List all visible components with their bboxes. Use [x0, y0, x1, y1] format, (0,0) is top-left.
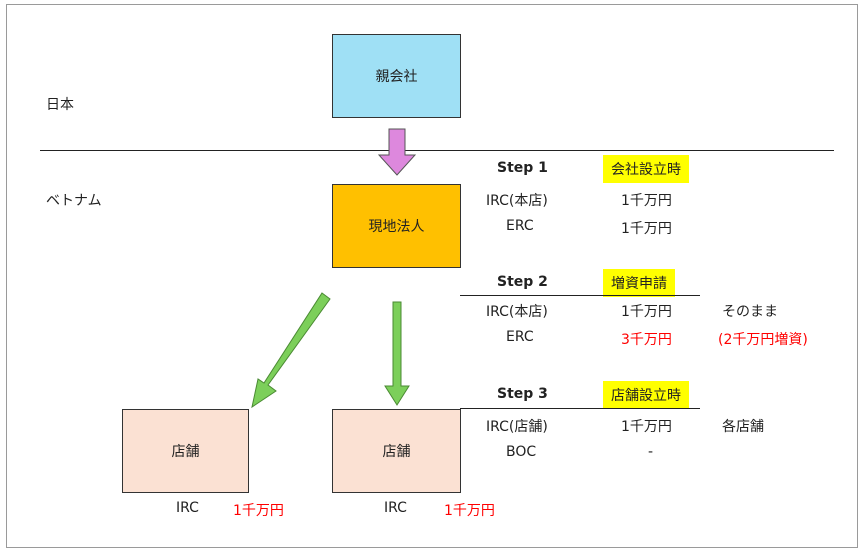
subsidiary-box: 現地法人 — [332, 184, 461, 268]
step1-row1-amount: 1千万円 — [621, 193, 672, 209]
arrow-parent-to-subsidiary — [377, 128, 417, 176]
step1-row2-label: ERC — [506, 218, 534, 234]
parent-company-box: 親会社 — [332, 34, 461, 118]
step1-row1-label: IRC(本店) — [486, 193, 548, 209]
step2-row2-label: ERC — [506, 329, 534, 345]
step2-badge: 増資申請 — [603, 269, 675, 297]
step1-row2-amount: 1千万円 — [621, 221, 672, 237]
step2-title: Step 2 — [497, 274, 548, 290]
step2-row2-amount: 3千万円 — [621, 332, 672, 348]
store-right-caption-label: IRC — [384, 500, 407, 516]
arrow-subsidiary-to-store-right — [384, 301, 410, 406]
region-label-vietnam: ベトナム — [46, 193, 102, 209]
step2-underline — [460, 295, 700, 296]
store-box-right: 店舗 — [332, 409, 461, 493]
step3-title: Step 3 — [497, 386, 548, 402]
step2-row2-note: (2千万円増資) — [718, 332, 808, 348]
store-left-caption-amount: 1千万円 — [233, 503, 284, 519]
store-label-right: 店舗 — [382, 444, 411, 460]
step3-row1-label: IRC(店舗) — [486, 419, 548, 435]
step3-badge: 店舗設立時 — [603, 381, 689, 409]
step3-underline — [460, 408, 700, 409]
step2-row1-note: そのまま — [722, 304, 778, 320]
region-label-japan: 日本 — [46, 97, 74, 113]
step3-row1-note: 各店舗 — [722, 419, 764, 435]
step2-row1-label: IRC(本店) — [486, 304, 548, 320]
diagram-frame — [6, 4, 858, 548]
country-divider — [40, 150, 834, 151]
store-right-caption-amount: 1千万円 — [444, 503, 495, 519]
step2-row1-amount: 1千万円 — [621, 304, 672, 320]
subsidiary-label: 現地法人 — [368, 219, 425, 235]
step3-row2-amount: - — [648, 444, 654, 460]
step3-row2-label: BOC — [506, 444, 537, 460]
step1-title: Step 1 — [497, 160, 548, 176]
store-box-left: 店舗 — [122, 409, 249, 493]
step3-row1-amount: 1千万円 — [621, 419, 672, 435]
store-label-left: 店舗 — [171, 444, 200, 460]
arrow-subsidiary-to-store-left — [251, 292, 331, 409]
store-left-caption-label: IRC — [176, 500, 199, 516]
parent-company-label: 親会社 — [375, 69, 418, 85]
step1-badge: 会社設立時 — [603, 155, 689, 183]
